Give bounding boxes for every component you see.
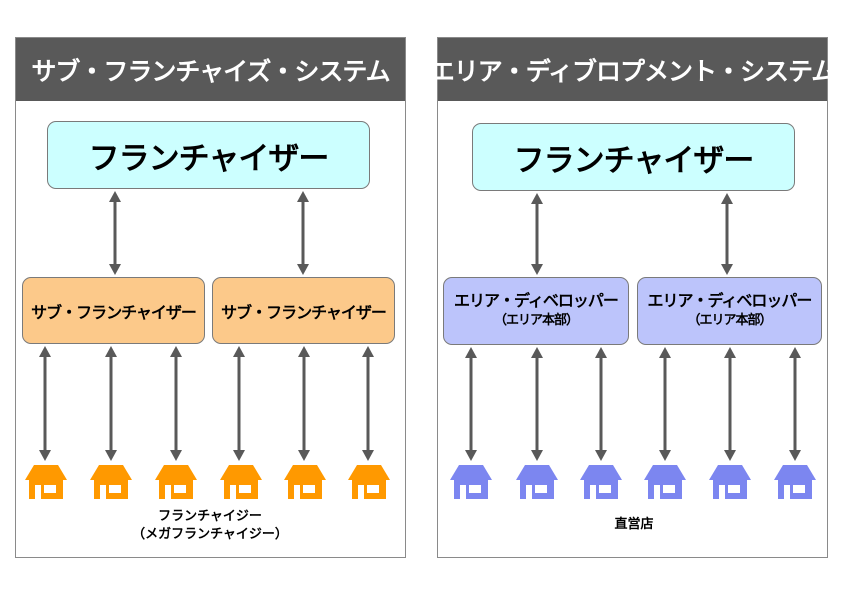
area-hq-label: （エリア本部）: [687, 313, 772, 328]
store-icon: [90, 465, 132, 499]
franchisor-box: フランチャイザー: [472, 123, 795, 191]
store-icon: [580, 465, 622, 499]
store-icon: [25, 465, 67, 499]
double-arrow: [233, 346, 245, 461]
double-arrow: [362, 346, 374, 461]
double-arrow: [531, 347, 543, 461]
area-developer-box-1: エリア・ディベロッパー （エリア本部）: [443, 277, 629, 345]
double-arrow: [170, 346, 182, 461]
double-arrow: [659, 347, 671, 461]
panel-title: エリア・ディブロプメント・システム: [430, 38, 836, 101]
franchisee-caption: フランチャイジー （メガフランチャイジー）: [110, 508, 310, 544]
double-arrow: [109, 191, 121, 275]
store-icon: [220, 465, 262, 499]
caption-line-2: （メガフランチャイジー）: [132, 527, 288, 542]
double-arrow: [39, 346, 51, 461]
franchisor-box: フランチャイザー: [47, 121, 370, 189]
franchisor-label: フランチャイザー: [513, 142, 755, 179]
direct-store-caption: 直営店: [584, 516, 684, 534]
franchisor-label: フランチャイザー: [88, 140, 330, 177]
double-arrow: [531, 193, 543, 275]
sub-franchisor-box-1: サブ・フランチャイザー: [22, 277, 205, 344]
double-arrow: [789, 347, 801, 461]
store-icon: [348, 465, 390, 499]
double-arrow: [724, 347, 736, 461]
caption-line-1: フランチャイジー: [158, 509, 262, 524]
store-icon: [450, 465, 492, 499]
double-arrow: [721, 193, 733, 275]
double-arrow: [595, 347, 607, 461]
sub-franchisor-box-2: サブ・フランチャイザー: [212, 277, 395, 344]
area-hq-label: （エリア本部）: [493, 313, 579, 328]
caption-line-1: 直営店: [614, 517, 654, 532]
store-icon: [644, 465, 686, 499]
store-icon: [709, 465, 751, 499]
sub-franchisor-label: サブ・フランチャイザー: [221, 302, 387, 322]
area-developer-label: エリア・ディベロッパー: [647, 291, 813, 310]
store-icon: [155, 465, 197, 499]
panel-title: サブ・フランチャイズ・システム: [16, 38, 405, 101]
store-icon: [284, 465, 326, 499]
sub-franchisor-label: サブ・フランチャイザー: [31, 302, 197, 322]
area-developer-box-2: エリア・ディベロッパー （エリア本部）: [637, 277, 822, 345]
store-icon: [774, 465, 816, 499]
store-icon: [516, 465, 558, 499]
double-arrow: [465, 347, 477, 461]
double-arrow: [105, 346, 117, 461]
double-arrow: [298, 346, 310, 461]
double-arrow: [297, 191, 309, 275]
area-developer-label: エリア・ディベロッパー: [454, 291, 619, 310]
